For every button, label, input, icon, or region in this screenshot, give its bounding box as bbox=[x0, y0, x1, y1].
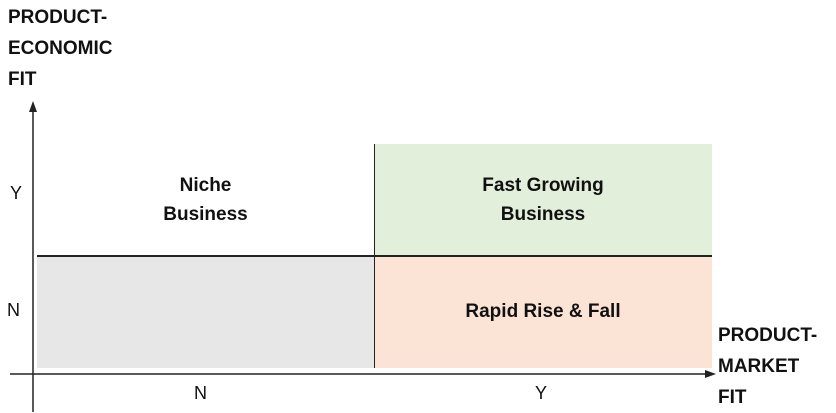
x-tick-yes: Y bbox=[535, 383, 548, 403]
x-axis-arrow-icon bbox=[705, 370, 716, 378]
quadrant-bottom-left bbox=[37, 256, 374, 368]
y-tick-yes: Y bbox=[10, 183, 23, 203]
vertical-divider bbox=[373, 144, 375, 368]
quadrant-rapid-rise-fall bbox=[374, 256, 712, 368]
niche-business-label: Niche Business bbox=[163, 175, 248, 225]
y-axis-title: PRODUCT- ECONOMIC FIT bbox=[8, 7, 113, 90]
fast-growing-business-label: Fast Growing Business bbox=[482, 175, 604, 225]
quadrant-fast-growing-business bbox=[374, 144, 712, 256]
x-tick-no: N bbox=[194, 383, 207, 403]
y-tick-no: N bbox=[7, 300, 20, 320]
y-axis-arrow-icon bbox=[29, 101, 37, 112]
rapid-rise-fall-label: Rapid Rise & Fall bbox=[465, 301, 621, 322]
x-axis-title: PRODUCT- MARKET FIT bbox=[718, 325, 818, 408]
quadrant-niche-business bbox=[37, 144, 374, 256]
